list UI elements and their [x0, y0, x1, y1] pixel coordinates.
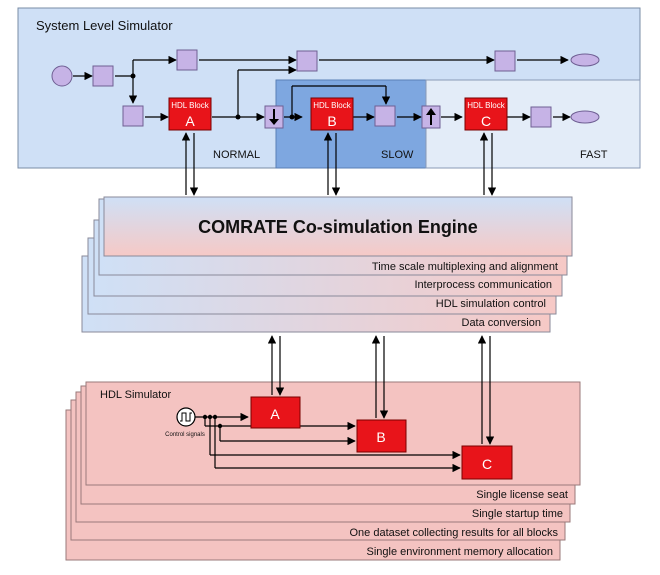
- hdl-block-c: HDL Block C: [464, 97, 508, 131]
- hdl-sim-block-c-letter: C: [482, 456, 492, 472]
- hdl-layer-label-2: One dataset collecting results for all b…: [350, 527, 559, 539]
- hdl-sim-block-c: C: [461, 445, 513, 480]
- hdl-control-wires: [195, 412, 461, 473]
- junction-dot: [217, 423, 223, 429]
- hdl-layer-label-3: Single environment memory allocation: [367, 546, 553, 558]
- cosim-engine: COMRATE Co-simulation Engine Time scale …: [81, 196, 573, 333]
- hdl-block-a: HDL Block A: [168, 97, 212, 131]
- hdl-sim-title: HDL Simulator: [100, 389, 171, 401]
- system-sim-title: System Level Simulator: [36, 18, 173, 33]
- control-signals-label: Control signals: [165, 432, 205, 438]
- hdl-block-c-caption: HDL Block: [467, 101, 505, 110]
- hdl-block-b: HDL Block B: [310, 97, 354, 131]
- junction-dot: [202, 414, 208, 420]
- hdl-block-b-caption: HDL Block: [313, 101, 351, 110]
- hdl-layer-label-0: Single license seat: [476, 489, 568, 501]
- pulse-generator-icon: [176, 407, 196, 427]
- hdl-sim-block-a: A: [250, 396, 301, 429]
- rate-down-converter: [264, 105, 284, 129]
- hdl-block-c-letter: C: [481, 113, 491, 129]
- process-node: [494, 50, 516, 72]
- junction-dot: [212, 414, 218, 420]
- hdl-sim-block-a-letter: A: [270, 406, 280, 422]
- region-label-slow: SLOW: [381, 149, 414, 161]
- system-level-simulator: System Level Simulator NORMAL SLOW FAST: [17, 7, 641, 169]
- junction-dot: [289, 114, 295, 120]
- engine-front-panel: [103, 196, 573, 257]
- junction-dot: [235, 114, 241, 120]
- engine-layer-label-3: Data conversion: [462, 317, 542, 329]
- hdl-simulator: HDL Simulator Single license seat Single…: [65, 381, 581, 561]
- hdl-sim-block-b: B: [356, 419, 407, 453]
- junction-dot: [130, 73, 136, 79]
- process-node: [176, 49, 198, 71]
- junction-dot: [207, 414, 213, 420]
- engine-hdl-links: [267, 335, 495, 445]
- process-node: [530, 106, 552, 128]
- engine-layer-label-0: Time scale multiplexing and alignment: [372, 261, 558, 273]
- system-wires: [73, 55, 571, 122]
- process-node: [374, 105, 396, 127]
- process-node: [92, 65, 114, 87]
- source-node: [51, 65, 73, 87]
- hdl-sim-block-b-letter: B: [376, 429, 385, 445]
- hdl-block-a-letter: A: [185, 113, 195, 129]
- system-engine-links: [181, 132, 497, 196]
- process-node: [122, 105, 144, 127]
- engine-layer-label-1: Interprocess communication: [414, 279, 552, 291]
- region-label-normal: NORMAL: [213, 149, 260, 161]
- rate-up-converter: [421, 105, 441, 129]
- engine-title: COMRATE Co-simulation Engine: [198, 217, 478, 237]
- sink-node: [570, 53, 600, 67]
- region-label-fast: FAST: [580, 149, 608, 161]
- process-node: [296, 50, 318, 72]
- engine-layer-label-2: HDL simulation control: [436, 298, 546, 310]
- sink-node: [570, 110, 600, 124]
- hdl-block-a-caption: HDL Block: [171, 101, 209, 110]
- hdl-layer-label-1: Single startup time: [472, 508, 563, 520]
- hdl-block-b-letter: B: [327, 113, 336, 129]
